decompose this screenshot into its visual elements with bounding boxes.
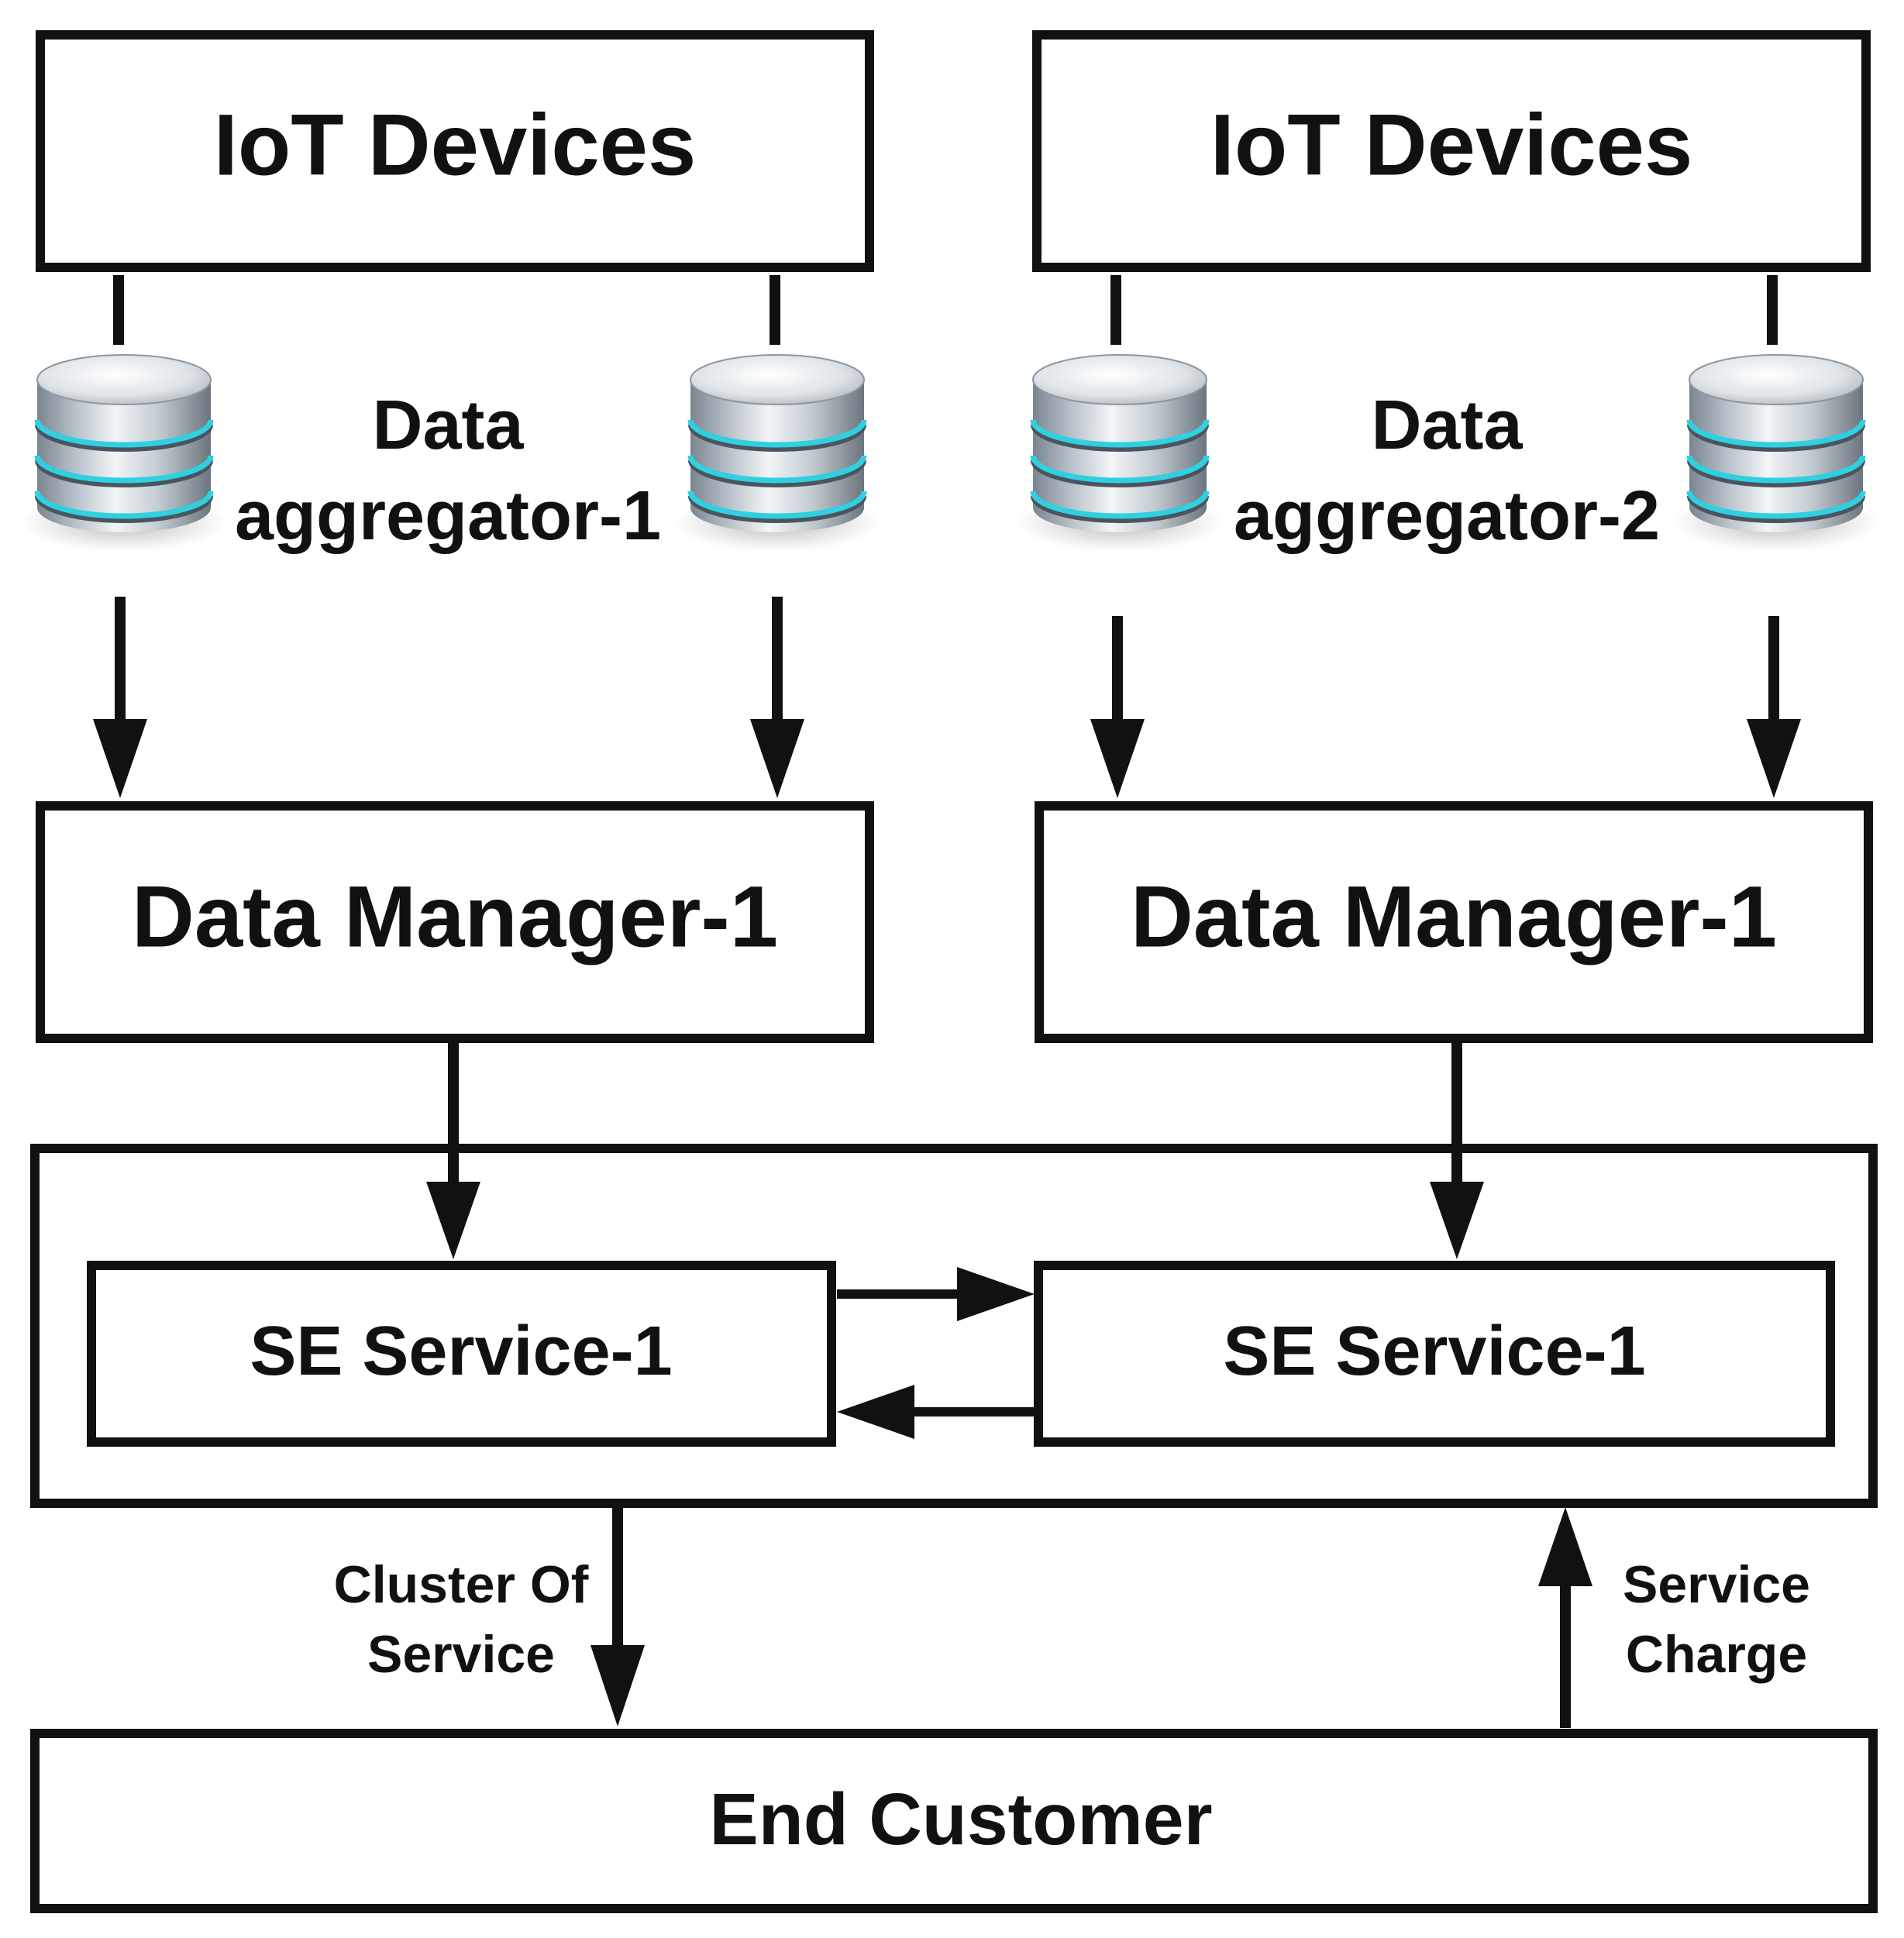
iot-devices-right-box [1032, 30, 1871, 272]
svg-text:aggregator-1: aggregator-1 [235, 477, 661, 555]
service-charge-arrow [1538, 1507, 1592, 1728]
db-to-manager-arrow [93, 597, 147, 798]
data-manager-right-label: Data Manager-1 [1131, 869, 1777, 966]
end-customer-box [30, 1729, 1878, 1913]
data-manager-right-box [1035, 801, 1873, 1043]
svg-text:Service: Service [1623, 1555, 1810, 1614]
service-right-label: SE Service-1 [1223, 1313, 1645, 1390]
database-icon [1015, 355, 1224, 552]
svg-text:Data: Data [1371, 387, 1523, 464]
service-charge-label: Service Charge [1623, 1555, 1810, 1684]
svg-text:Data: Data [372, 387, 524, 464]
aggregator-right-label: Data aggregator-2 [1234, 387, 1660, 555]
service-right-box [1034, 1261, 1835, 1447]
end-customer-label: End Customer [709, 1778, 1212, 1861]
cluster-of-service-arrow [590, 1503, 645, 1726]
iot-devices-right-label: IoT Devices [1210, 97, 1693, 194]
cluster-of-service-label: Cluster Of Service [334, 1555, 589, 1684]
service-left-to-right-arrow [837, 1267, 1035, 1321]
svg-text:Cluster Of: Cluster Of [334, 1555, 589, 1614]
iot-devices-left-box [36, 30, 874, 272]
db-to-manager-arrow [750, 597, 804, 798]
service-left-label: SE Service-1 [250, 1313, 672, 1390]
service-left-box [87, 1261, 836, 1447]
service-right-to-left-arrow [837, 1385, 1035, 1439]
database-icon [1672, 355, 1881, 552]
manager-to-service-arrow [1430, 1038, 1484, 1259]
db-to-manager-arrow [1090, 616, 1145, 798]
db-to-manager-arrow [1747, 616, 1801, 798]
data-manager-left-label: Data Manager-1 [132, 869, 778, 966]
aggregator-left-label: Data aggregator-1 [235, 387, 661, 555]
svg-text:Charge: Charge [1626, 1625, 1807, 1684]
data-manager-left-box [36, 801, 874, 1043]
svg-text:aggregator-2: aggregator-2 [1234, 477, 1660, 555]
manager-to-service-arrow [426, 1038, 480, 1259]
svg-text:Service: Service [367, 1625, 555, 1684]
database-icon [19, 355, 229, 552]
database-icon [673, 355, 882, 552]
iot-devices-left-label: IoT Devices [214, 97, 697, 194]
